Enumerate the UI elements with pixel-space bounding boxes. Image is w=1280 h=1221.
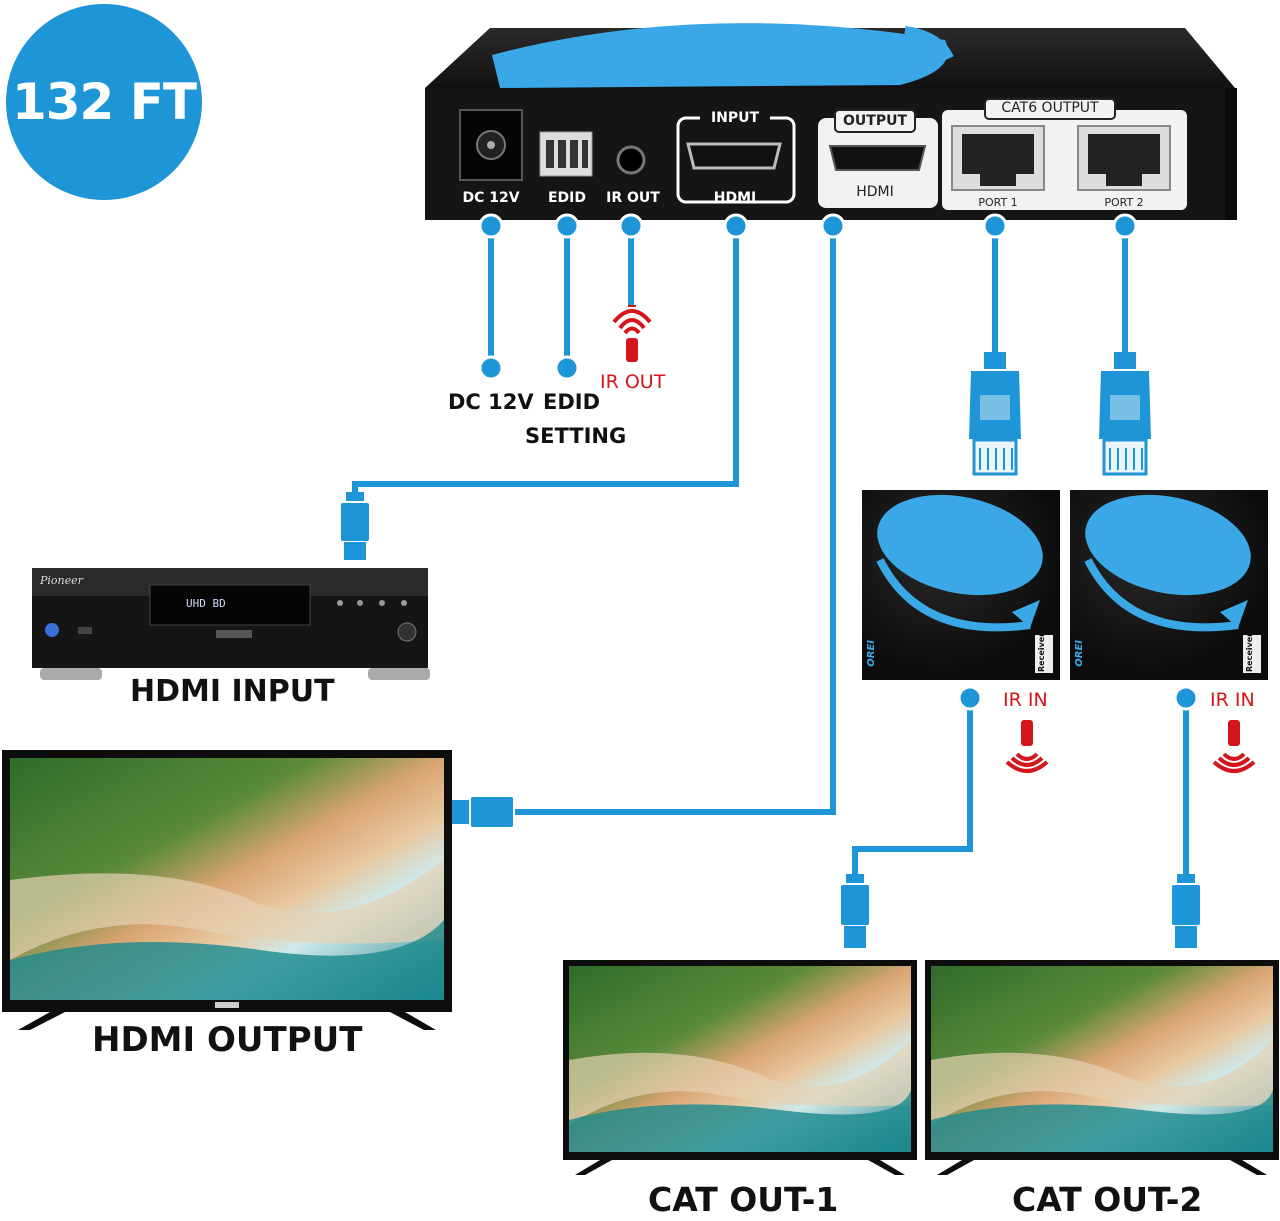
port-label-port1: PORT 1 [978, 196, 1018, 209]
callout-ir-in-1: IR IN [1003, 689, 1048, 711]
cables [352, 226, 1189, 880]
ir-emitter-icon [612, 305, 652, 362]
hdmi-plug-tv [452, 795, 515, 829]
rj45-connector-2 [1096, 352, 1154, 476]
receiver-1 [862, 490, 1060, 680]
receiver-1-brand: OREI [866, 640, 877, 667]
port-label-cat6-header: CAT6 OUTPUT [1001, 100, 1099, 116]
player-brand: Pioneer [40, 574, 83, 587]
tv-cat-out-2 [925, 960, 1279, 1175]
caption-cat-out-1: CAT OUT-1 [648, 1180, 839, 1219]
port-label-port2: PORT 2 [1104, 196, 1144, 209]
distance-badge-text: 132 FT [11, 73, 197, 131]
cable-endpoints [478, 213, 1199, 711]
ir-receiver-icon-1 [1005, 720, 1049, 773]
callout-edid-line1: EDID [543, 390, 601, 414]
port-label-edid: EDID [547, 190, 586, 206]
receiver-2-brand: OREI [1074, 640, 1085, 667]
bluray-player [32, 568, 430, 680]
hdmi-extender-device [425, 23, 1237, 220]
receiver-1-label: Receiver [1037, 632, 1046, 672]
port-label-dc: DC 12V [462, 190, 520, 206]
receiver-2 [1070, 490, 1268, 680]
callout-ir-in-2: IR IN [1210, 689, 1255, 711]
hdmi-plug-cat1 [839, 874, 871, 948]
caption-hdmi-input: HDMI INPUT [130, 674, 335, 709]
tv-hdmi-output [2, 750, 452, 1030]
ir-receiver-icon-2 [1212, 720, 1256, 773]
tv-cat-out-1 [563, 960, 917, 1175]
caption-hdmi-output: HDMI OUTPUT [92, 1020, 363, 1060]
callout-edid-line2: SETTING [525, 424, 627, 448]
callout-dc: DC 12V [448, 390, 534, 414]
player-display: UHD BD [186, 597, 226, 610]
hdmi-plug-player [339, 492, 371, 560]
port-label-output-hdmi: HDMI [856, 184, 894, 200]
port-label-input-header: INPUT [710, 110, 760, 126]
port-label-ir-out: IR OUT [606, 190, 660, 206]
hdmi-plug-cat2 [1170, 874, 1202, 948]
callout-ir-out: IR OUT [600, 371, 666, 393]
port-label-input-hdmi: HDMI [713, 190, 757, 206]
distance-badge: 132 FT [6, 4, 202, 200]
receiver-2-label: Receiver [1245, 632, 1254, 672]
port-label-output-header: OUTPUT [843, 113, 907, 129]
caption-cat-out-2: CAT OUT-2 [1012, 1180, 1203, 1219]
rj45-connector-1 [966, 352, 1024, 476]
